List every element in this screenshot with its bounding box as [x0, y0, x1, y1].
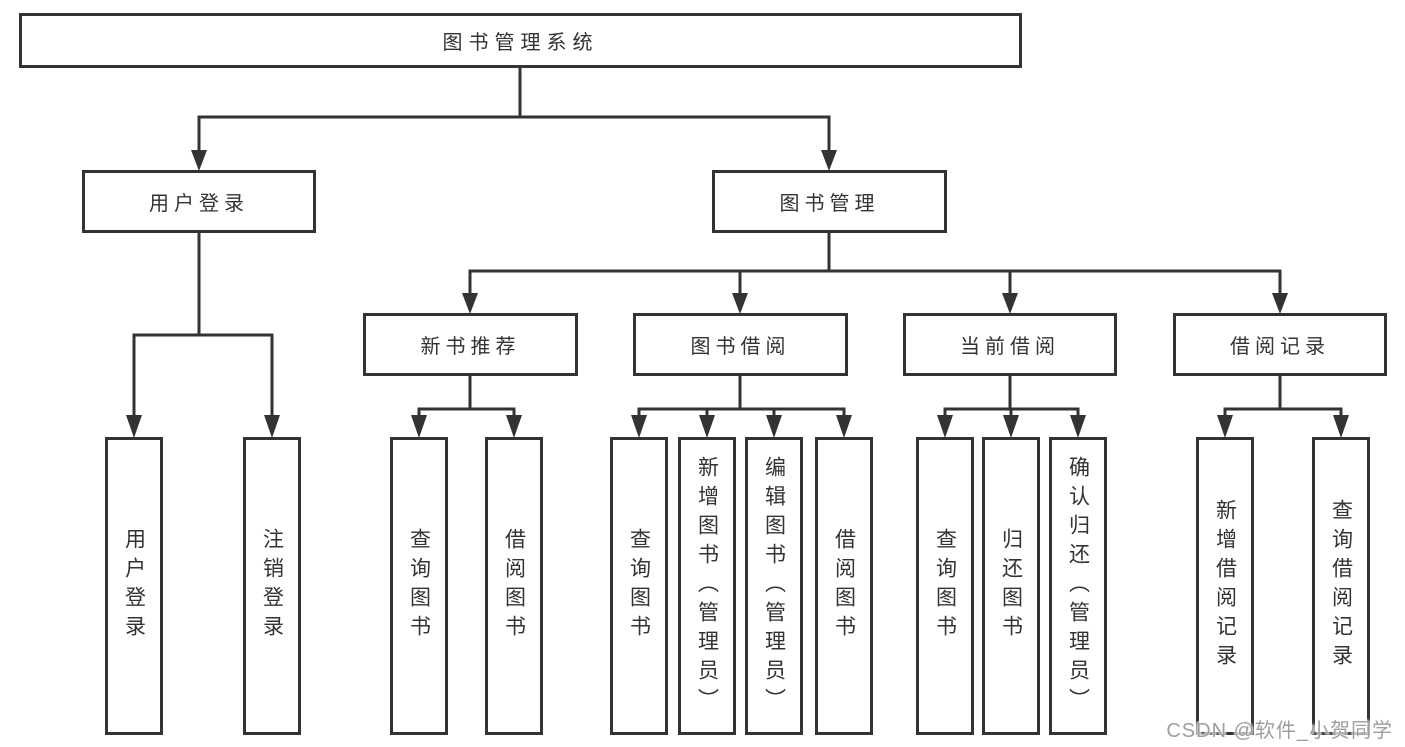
leaf-logout: 注销登录 — [243, 437, 301, 735]
leaf-query-borrow-record-label: 查询借阅记录 — [1329, 499, 1353, 673]
node-book-management-label: 图书管理 — [779, 193, 880, 215]
leaf-edit-books-admin-label: 编辑图书（管理员） — [762, 455, 786, 717]
node-user-login: 用户登录 — [82, 170, 316, 233]
leaf-return-books-label: 归还图书 — [999, 528, 1023, 644]
leaf-query-books-recommend-label: 查询图书 — [407, 528, 431, 644]
leaf-query-books-borrowing-label: 查询图书 — [627, 528, 651, 644]
leaf-query-books-current-label: 查询图书 — [933, 528, 957, 644]
node-new-book-recommend: 新书推荐 — [363, 313, 578, 376]
watermark: CSDN @软件_小贺同学 — [1166, 720, 1393, 742]
leaf-add-borrow-record: 新增借阅记录 — [1196, 437, 1254, 735]
leaf-add-books-admin-label: 新增图书（管理员） — [695, 455, 719, 717]
leaf-query-borrow-record: 查询借阅记录 — [1312, 437, 1370, 735]
node-root-label: 图书管理系统 — [442, 32, 599, 54]
leaf-borrow-books-borrowing-label: 借阅图书 — [832, 528, 856, 644]
connector-paths — [132, 68, 1343, 420]
node-borrowing-records-label: 借阅记录 — [1230, 336, 1330, 358]
leaf-return-books: 归还图书 — [982, 437, 1040, 735]
leaf-confirm-return-admin: 确认归还（管理员） — [1049, 437, 1107, 735]
node-current-borrowing: 当前借阅 — [903, 313, 1117, 376]
leaf-login-label: 用户登录 — [122, 528, 146, 644]
leaf-edit-books-admin: 编辑图书（管理员） — [745, 437, 803, 735]
leaf-borrow-books-recommend-label: 借阅图书 — [502, 528, 526, 644]
node-book-borrowing-label: 图书借阅 — [690, 336, 791, 358]
leaf-query-books-current: 查询图书 — [916, 437, 974, 735]
node-book-management: 图书管理 — [712, 170, 947, 233]
node-borrowing-records: 借阅记录 — [1173, 313, 1387, 376]
leaf-add-borrow-record-label: 新增借阅记录 — [1213, 499, 1237, 673]
node-root: 图书管理系统 — [19, 13, 1022, 68]
leaf-borrow-books-borrowing: 借阅图书 — [815, 437, 873, 735]
leaf-query-books-recommend: 查询图书 — [390, 437, 448, 735]
leaf-add-books-admin: 新增图书（管理员） — [678, 437, 736, 735]
node-current-borrowing-label: 当前借阅 — [960, 336, 1060, 358]
leaf-login: 用户登录 — [105, 437, 163, 735]
node-new-book-recommend-label: 新书推荐 — [420, 336, 521, 358]
leaf-query-books-borrowing: 查询图书 — [610, 437, 668, 735]
leaf-confirm-return-admin-label: 确认归还（管理员） — [1066, 455, 1090, 717]
leaf-logout-label: 注销登录 — [260, 528, 284, 644]
node-user-login-label: 用户登录 — [149, 193, 249, 215]
node-book-borrowing: 图书借阅 — [633, 313, 848, 376]
leaf-borrow-books-recommend: 借阅图书 — [485, 437, 543, 735]
arrowheads — [126, 150, 1349, 438]
